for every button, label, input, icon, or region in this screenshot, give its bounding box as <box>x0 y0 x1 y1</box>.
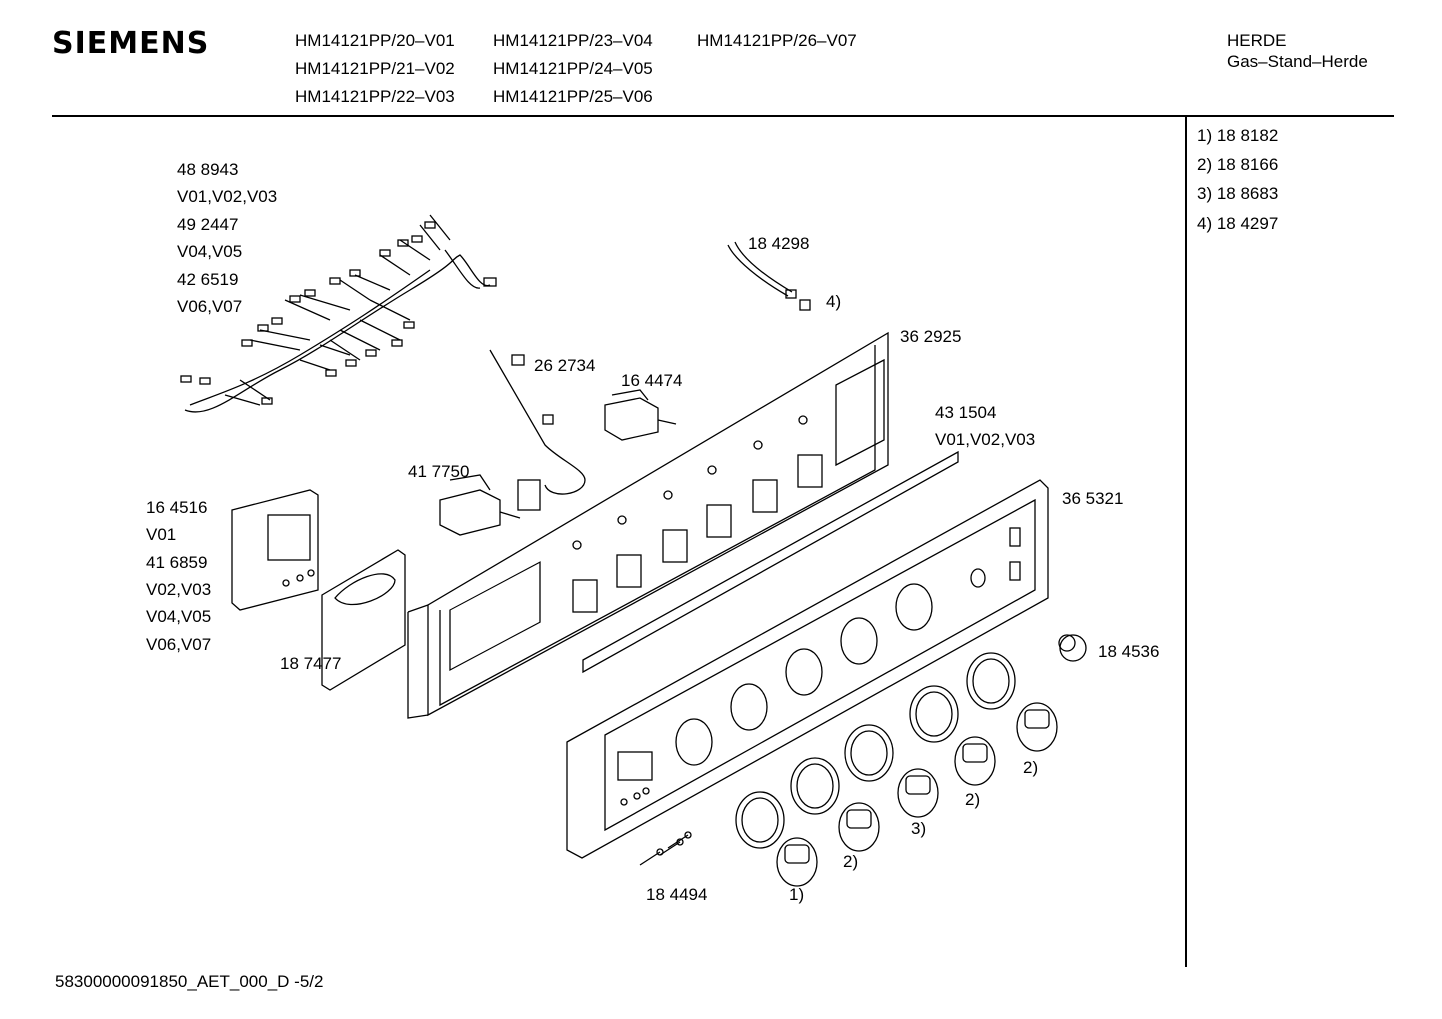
sidebar-divider <box>1185 117 1187 967</box>
knob-rings <box>735 652 1016 849</box>
label-screws: 18 4494 <box>646 885 708 904</box>
label-timer: V04,V05 <box>146 607 212 626</box>
screws <box>639 831 692 866</box>
model-number: HM14121PP/24–V05 <box>493 59 653 78</box>
label-note: 2) <box>843 852 859 871</box>
model-number: HM14121PP/26–V07 <box>697 31 857 50</box>
indicator-lamp <box>1058 634 1087 662</box>
label-clip: 26 2734 <box>534 356 596 375</box>
category-subtitle: Gas–Stand–Herde <box>1227 52 1368 71</box>
label-harness: 42 6519 <box>177 270 239 289</box>
document-id: 58300000091850_AET_000_D -5/2 <box>55 972 324 991</box>
model-number: HM14121PP/25–V06 <box>493 87 653 106</box>
control-panel <box>566 479 1049 859</box>
label-harness: V04,V05 <box>177 242 243 261</box>
label-note: 4) <box>826 292 842 311</box>
label-note: 3) <box>911 819 927 838</box>
label-switch: 16 4474 <box>621 371 683 390</box>
label-note: 2) <box>965 790 981 809</box>
rotary-switch-left <box>439 474 541 536</box>
label-timer: V02,V03 <box>146 580 212 599</box>
exploded-parts-drawing <box>180 214 1087 887</box>
label-timer: 16 4516 <box>146 498 208 517</box>
brand-logo: SIEMENS <box>52 26 210 61</box>
label-frame: 18 7477 <box>280 654 342 673</box>
label-timer: V01 <box>146 525 177 544</box>
label-harness: 48 8943 <box>177 160 239 179</box>
label-harness: V06,V07 <box>177 297 243 316</box>
control-knobs <box>776 702 1058 887</box>
label-harness: V01,V02,V03 <box>177 187 278 206</box>
label-strip: 43 1504 <box>935 403 997 422</box>
label-bracket: 36 2925 <box>900 327 962 346</box>
label-timer: 41 6859 <box>146 553 208 572</box>
label-harness: 49 2447 <box>177 215 239 234</box>
timer-module <box>231 489 319 611</box>
control-bracket <box>407 331 889 719</box>
ignition-wire <box>727 241 811 311</box>
display-frame <box>321 549 406 691</box>
label-strip: V01,V02,V03 <box>935 430 1036 449</box>
model-number: HM14121PP/22–V03 <box>295 87 455 106</box>
label-switch: 41 7750 <box>408 462 470 481</box>
side-note: 3) 18 8683 <box>1197 184 1279 203</box>
wiring-harness <box>180 214 497 413</box>
model-number: HM14121PP/23–V04 <box>493 31 653 50</box>
label-wire: 18 4298 <box>748 234 810 253</box>
model-number: HM14121PP/21–V02 <box>295 59 455 78</box>
label-panel: 36 5321 <box>1062 489 1124 508</box>
label-lamp: 18 4536 <box>1098 642 1160 661</box>
side-note: 4) 18 4297 <box>1197 214 1279 233</box>
label-note: 2) <box>1023 758 1039 777</box>
thermostat-capillary <box>489 349 586 495</box>
label-note: 1) <box>789 885 805 904</box>
rotary-switch-right <box>604 389 677 441</box>
side-note: 2) 18 8166 <box>1197 155 1279 174</box>
model-number: HM14121PP/20–V01 <box>295 31 455 50</box>
header-divider <box>52 115 1394 117</box>
label-timer: V06,V07 <box>146 635 212 654</box>
side-note: 1) 18 8182 <box>1197 126 1279 145</box>
trim-strip <box>582 450 959 674</box>
category-title: HERDE <box>1227 31 1287 50</box>
